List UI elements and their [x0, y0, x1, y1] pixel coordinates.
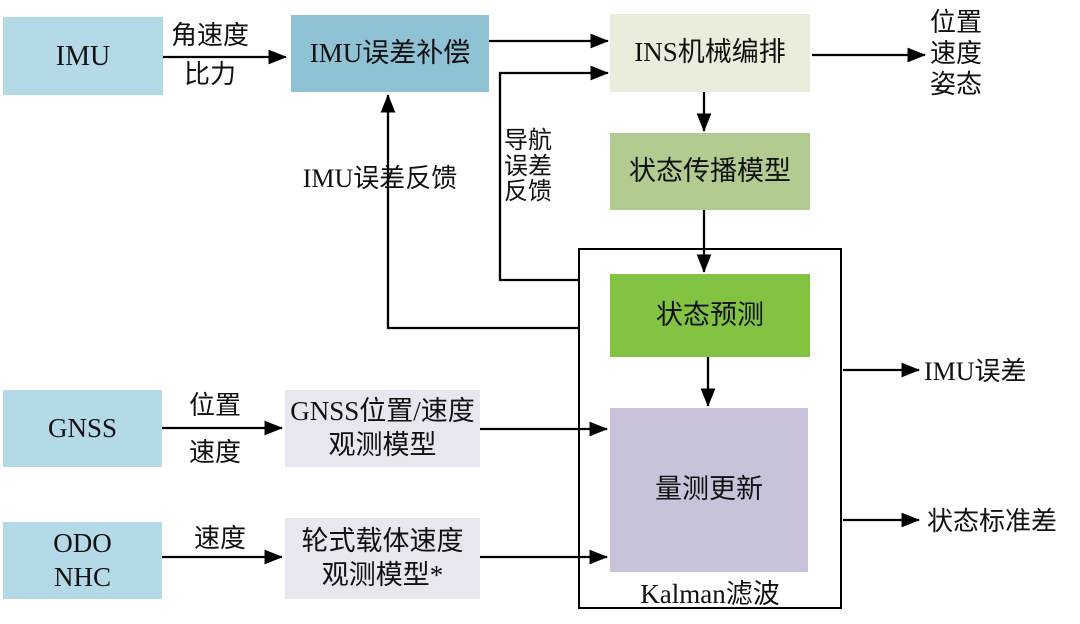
node-odo-line1: ODO: [53, 527, 112, 558]
edge-label-imu-error-feedback: IMU误差反馈: [302, 164, 458, 193]
output-label-state-std: 状态标准差: [927, 507, 1058, 536]
node-odo-nhc: ODO NHC: [3, 522, 162, 599]
node-gnss: GNSS: [3, 390, 162, 467]
node-state-prediction-label: 状态预测: [656, 299, 764, 330]
node-state-propagation-model: 状态传播模型: [610, 133, 810, 210]
edge-label-gnss-velocity: 速度: [188, 438, 241, 467]
node-gnss-label: GNSS: [47, 412, 118, 443]
node-wheel-obs-line1: 轮式载体速度: [301, 525, 464, 556]
output-label-imu-error: IMU误差: [924, 357, 1027, 386]
node-wheel-speed-observation-model: 轮式载体速度 观测模型*: [285, 518, 480, 599]
edge-label-gnss-position: 位置: [188, 391, 241, 420]
node-measurement-update: 量测更新: [610, 408, 808, 572]
node-gnss-obs-line2: 观测模型: [328, 429, 437, 460]
node-state-propagation-label: 状态传播模型: [629, 155, 791, 186]
node-odo-line2: NHC: [53, 561, 111, 592]
edge-label-nav-error-feedback: 导航 误差 反馈: [504, 128, 552, 205]
node-gnss-obs-line1: GNSS位置/速度: [290, 395, 475, 426]
output-label-nav-solution: 位置 速度 姿态: [930, 8, 983, 99]
node-ins-mechanization: INS机械编排: [610, 14, 810, 92]
node-imu-label: IMU: [55, 40, 111, 72]
node-wheel-obs-line2: 观测模型*: [321, 559, 444, 590]
node-imu-error-compensation-label: IMU误差补偿: [309, 37, 471, 68]
node-imu-error-compensation: IMU误差补偿: [291, 15, 489, 92]
node-measurement-update-label: 量测更新: [655, 474, 763, 505]
node-gnss-observation-model: GNSS位置/速度 观测模型: [285, 390, 480, 467]
node-imu: IMU: [3, 17, 163, 95]
edge-label-angular-rate: 角速度: [170, 21, 249, 50]
edge-label-specific-force: 比力: [183, 60, 236, 89]
kalman-filter-caption: Kalman滤波: [640, 579, 780, 609]
edge-label-odo-velocity: 速度: [193, 524, 246, 553]
node-state-prediction: 状态预测: [610, 274, 810, 357]
node-ins-mechanization-label: INS机械编排: [634, 37, 786, 68]
